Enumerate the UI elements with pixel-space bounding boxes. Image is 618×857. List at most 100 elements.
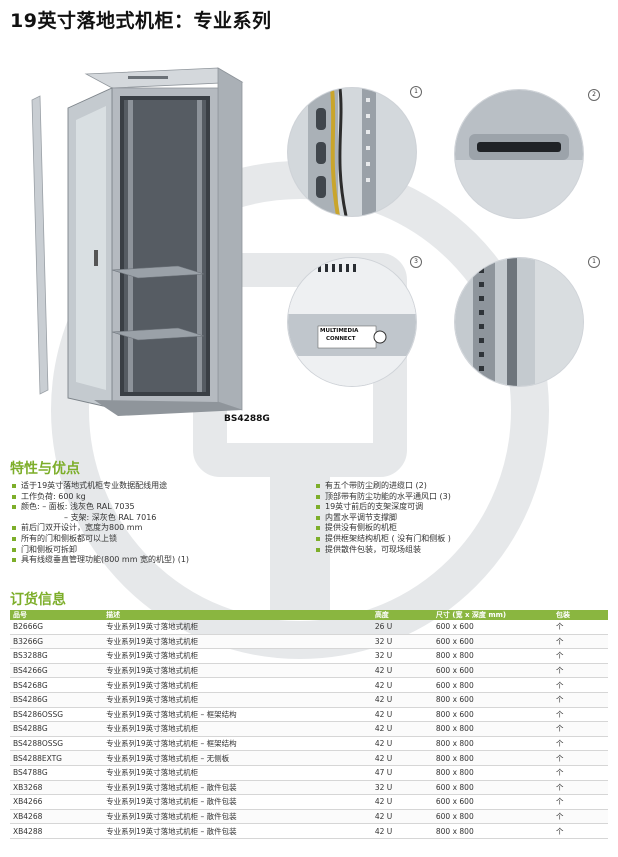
cell-description: 专业系列19英寸落地式机柜 – 散件包装 <box>103 823 372 839</box>
cell-code: B3266G <box>10 634 104 650</box>
features-list-right: 有五个带防尘刷的进缆口 (2)顶部带有防尘功能的水平通风口 (3)19英寸前后的… <box>314 481 451 555</box>
cell-description: 专业系列19英寸落地式机柜 <box>103 677 372 693</box>
cell-size: 600 x 600 <box>432 620 553 635</box>
cell-description: 专业系列19英寸落地式机柜 <box>103 721 372 737</box>
cell-package: 个 <box>552 750 608 766</box>
column-header-code: 品号 <box>10 610 104 620</box>
cell-package: 个 <box>552 721 608 737</box>
cell-package: 个 <box>552 765 608 781</box>
feature-item: 门和侧板可拆卸 <box>10 545 189 556</box>
cell-size: 600 x 800 <box>432 677 553 693</box>
cell-size: 800 x 800 <box>432 750 553 766</box>
cell-height: 42 U <box>371 721 433 737</box>
cell-size: 800 x 600 <box>432 692 553 708</box>
cell-description: 专业系列19英寸落地式机柜 <box>103 765 372 781</box>
cell-size: 600 x 600 <box>432 663 553 679</box>
cell-size: 800 x 800 <box>432 823 553 839</box>
cell-code: B2666G <box>10 620 104 635</box>
cell-description: 专业系列19英寸落地式机柜 – 散件包装 <box>103 794 372 810</box>
cell-code: XB3268 <box>10 780 104 796</box>
feature-item: 内置水平调节支撑脚 <box>314 513 451 524</box>
cell-height: 42 U <box>371 677 433 693</box>
cell-size: 800 x 600 <box>432 707 553 723</box>
feature-item: 适于19英寸落地式机柜专业数据配线用途 <box>10 481 189 492</box>
cell-size: 600 x 800 <box>432 780 553 796</box>
cell-description: 专业系列19英寸落地式机柜 – 框架结构 <box>103 736 372 752</box>
cell-package: 个 <box>552 736 608 752</box>
detail-number-3: 3 <box>410 256 422 268</box>
cell-package: 个 <box>552 692 608 708</box>
cell-code: BS3288G <box>10 648 104 664</box>
cell-description: 专业系列19英寸落地式机柜 – 框架结构 <box>103 707 372 723</box>
cell-code: XB4268 <box>10 809 104 825</box>
cell-code: XB4266 <box>10 794 104 810</box>
cell-code: BS4268G <box>10 677 104 693</box>
cell-package: 个 <box>552 620 608 635</box>
detail-sticker-line-1: MULTIMEDIA <box>320 328 359 334</box>
cell-size: 800 x 800 <box>432 721 553 737</box>
cell-height: 42 U <box>371 750 433 766</box>
feature-item: 所有的门和侧板都可以上锁 <box>10 534 189 545</box>
cell-package: 个 <box>552 663 608 679</box>
order-heading: 订货信息 <box>10 592 66 608</box>
cell-code: BS4288OSSG <box>10 736 104 752</box>
cell-size: 600 x 600 <box>432 794 553 810</box>
feature-item: 具有线缆垂直管理功能(800 mm 宽的机型) (1) <box>10 555 189 566</box>
feature-item: 工作负荷: 600 kg <box>10 492 189 503</box>
cell-package: 个 <box>552 648 608 664</box>
cell-description: 专业系列19英寸落地式机柜 <box>103 663 372 679</box>
feature-item: 提供没有侧板的机柜 <box>314 523 451 534</box>
features-heading: 特性与优点 <box>10 461 80 477</box>
cell-description: 专业系列19英寸落地式机柜 <box>103 648 372 664</box>
cell-height: 42 U <box>371 794 433 810</box>
detail-number-1: 1 <box>410 86 422 98</box>
cell-height: 42 U <box>371 736 433 752</box>
cell-package: 个 <box>552 780 608 796</box>
cell-package: 个 <box>552 823 608 839</box>
cell-size: 800 x 800 <box>432 648 553 664</box>
cell-height: 32 U <box>371 780 433 796</box>
cell-size: 600 x 800 <box>432 809 553 825</box>
cell-height: 32 U <box>371 634 433 650</box>
detail-number-4: 1 <box>588 256 600 268</box>
column-header-description: 描述 <box>103 610 372 620</box>
cell-code: BS4788G <box>10 765 104 781</box>
column-header-size: 尺寸 (宽 x 深度 mm) <box>432 610 553 620</box>
cell-package: 个 <box>552 707 608 723</box>
feature-item: 提供散件包装，可现场组装 <box>314 545 451 556</box>
detail-top-ventilation: MULTIMEDIA CONNECT <box>288 258 416 386</box>
product-model-label: BS4288G <box>224 414 270 424</box>
cell-description: 专业系列19英寸落地式机柜 – 无侧板 <box>103 750 372 766</box>
cell-height: 26 U <box>371 620 433 635</box>
cell-package: 个 <box>552 809 608 825</box>
detail-cable-entry <box>455 90 583 218</box>
cell-package: 个 <box>552 634 608 650</box>
cell-height: 47 U <box>371 765 433 781</box>
feature-item: 顶部带有防尘功能的水平通风口 (3) <box>314 492 451 503</box>
cell-height: 42 U <box>371 663 433 679</box>
feature-item: – 支架: 深灰色 RAL 7016 <box>64 512 157 522</box>
detail-sticker-line-2: CONNECT <box>326 336 356 342</box>
cell-description: 专业系列19英寸落地式机柜 <box>103 634 372 650</box>
column-header-package: 包装 <box>552 610 608 620</box>
feature-item: 前后门双开设计，宽度为800 mm <box>10 523 189 534</box>
cell-code: BS4286G <box>10 692 104 708</box>
cell-size: 600 x 600 <box>432 634 553 650</box>
cell-package: 个 <box>552 794 608 810</box>
cell-description: 专业系列19英寸落地式机柜 <box>103 620 372 635</box>
cell-description: 专业系列19英寸落地式机柜 – 散件包装 <box>103 809 372 825</box>
